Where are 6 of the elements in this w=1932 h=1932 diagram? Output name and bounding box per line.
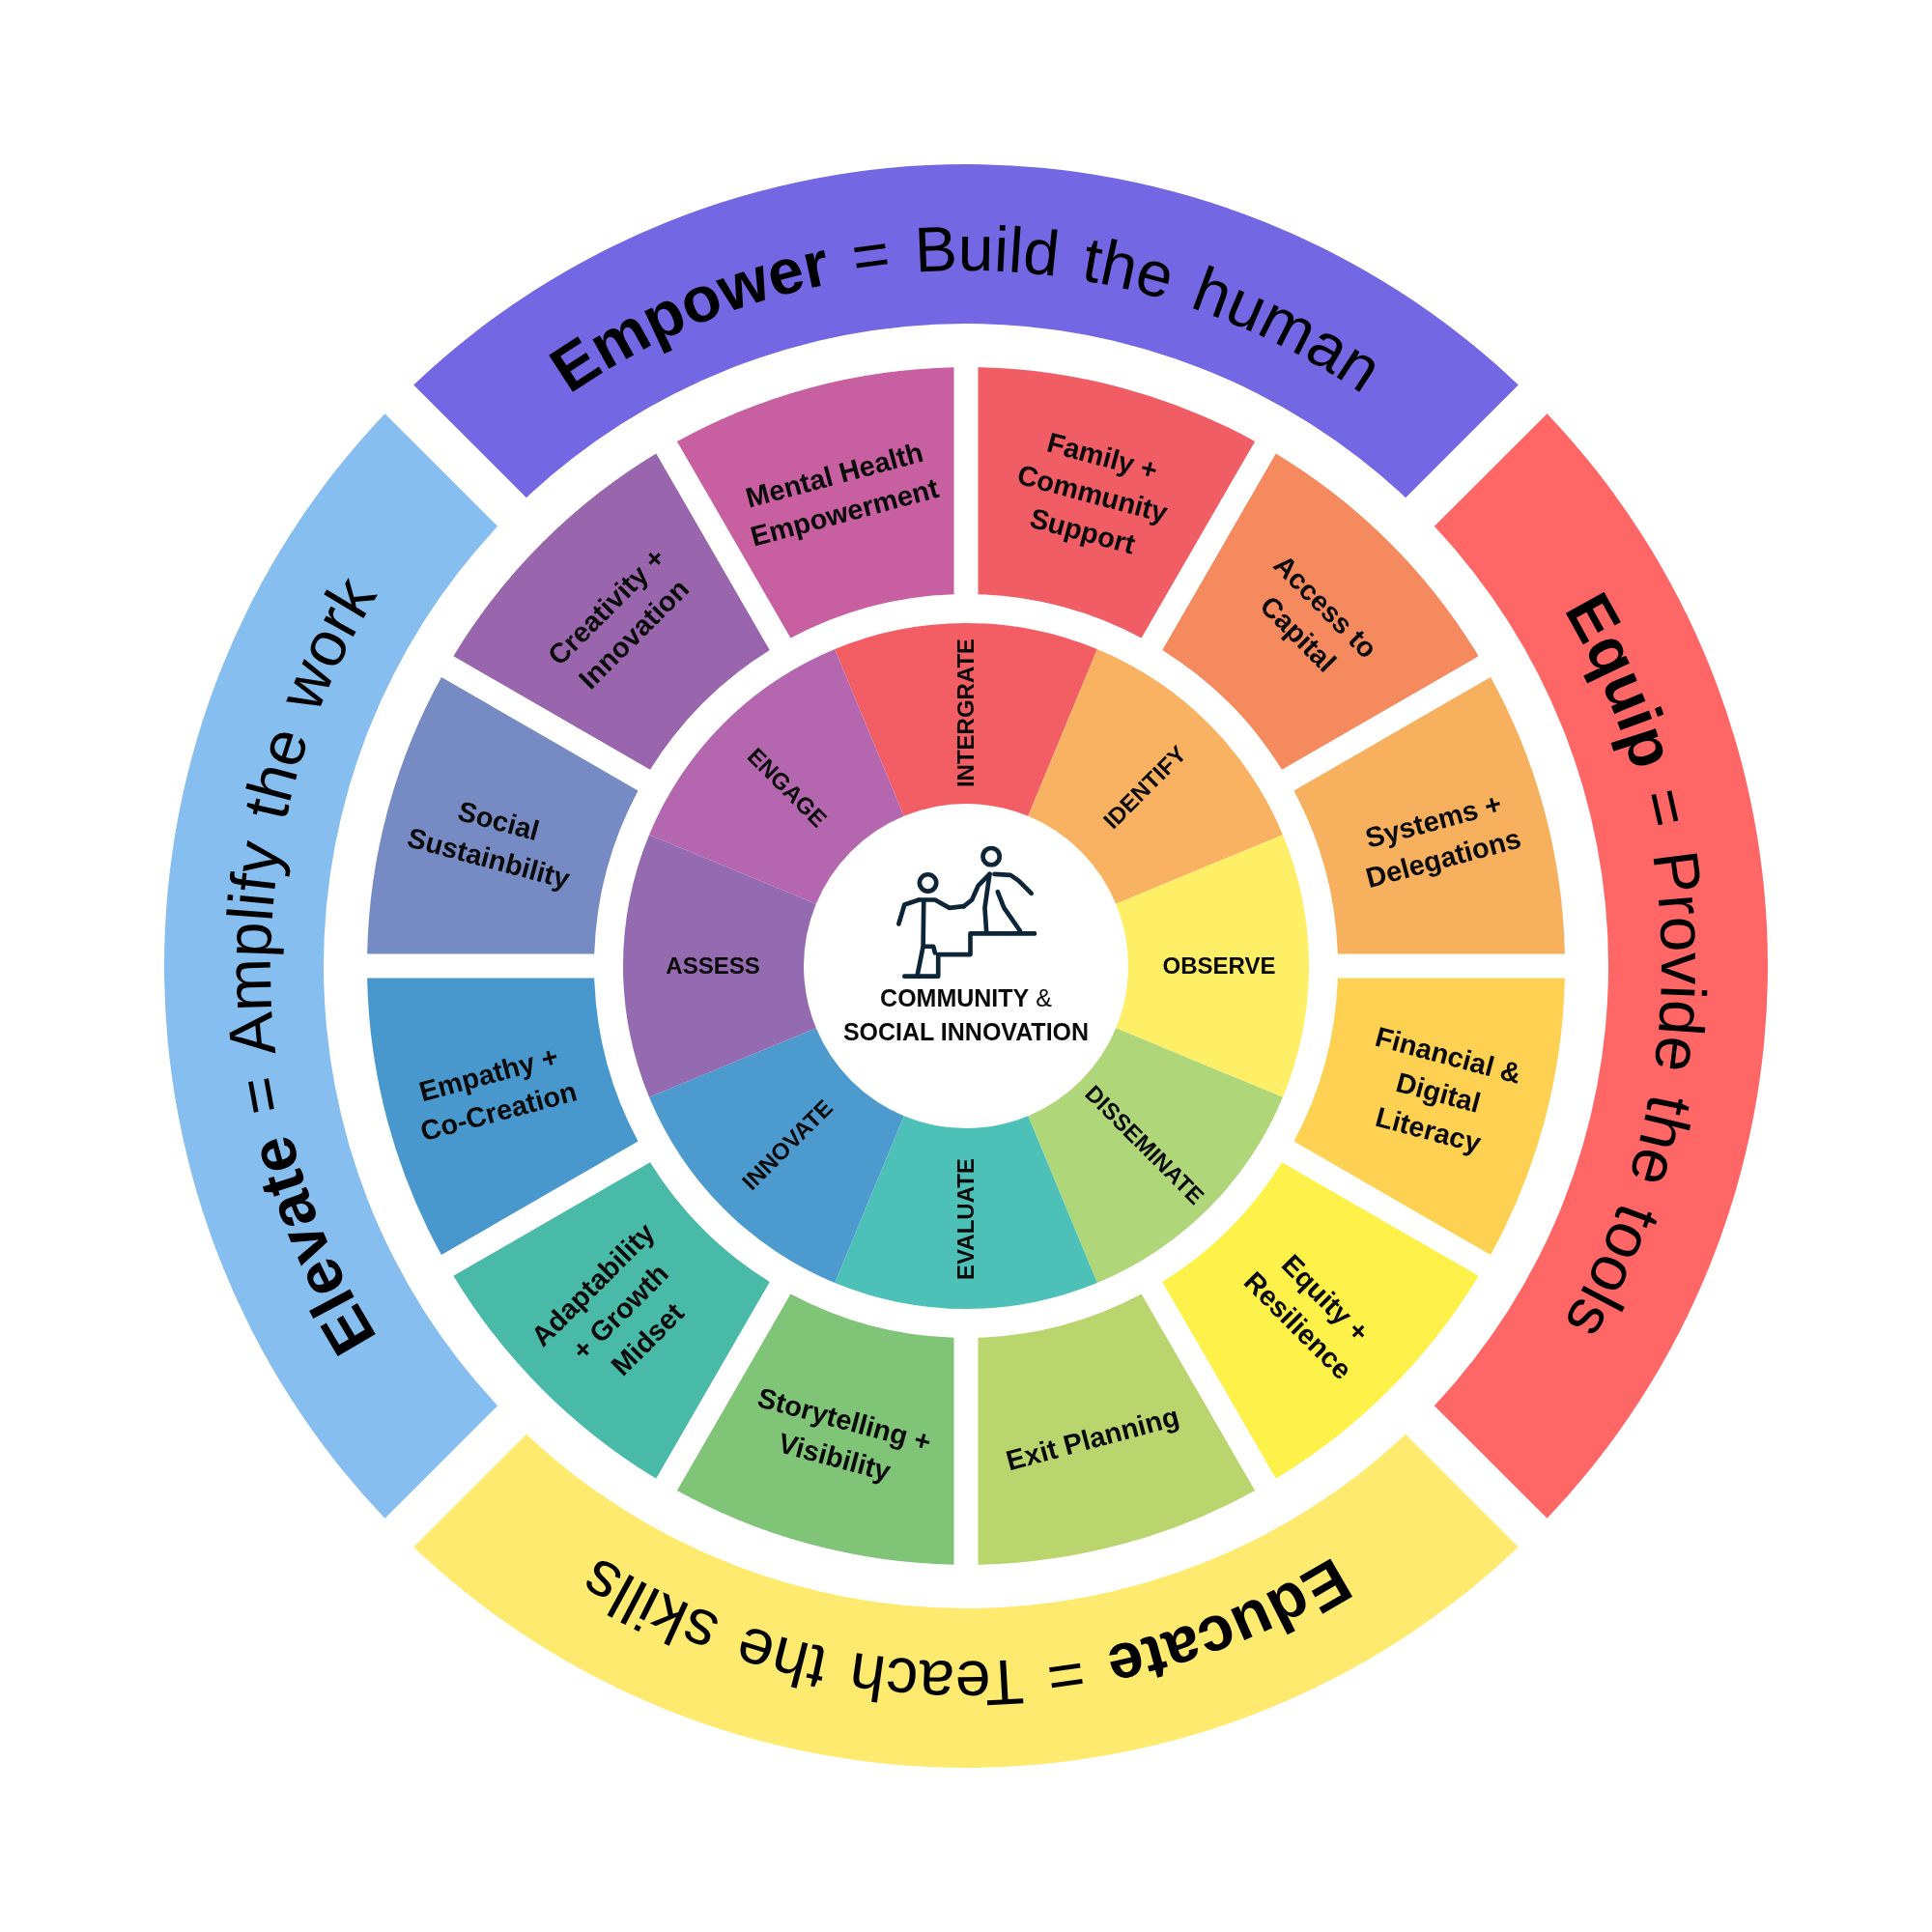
stage-label: ASSESS [666, 952, 760, 981]
topic-label: Exit Planning [1002, 1399, 1183, 1478]
center-title: COMMUNITY & SOCIAL INNOVATION [841, 983, 1091, 1047]
stage-label: INTERGRATE [952, 638, 980, 788]
stage-label: OBSERVE [1162, 952, 1276, 981]
stage-label: EVALUATE [952, 1158, 980, 1280]
